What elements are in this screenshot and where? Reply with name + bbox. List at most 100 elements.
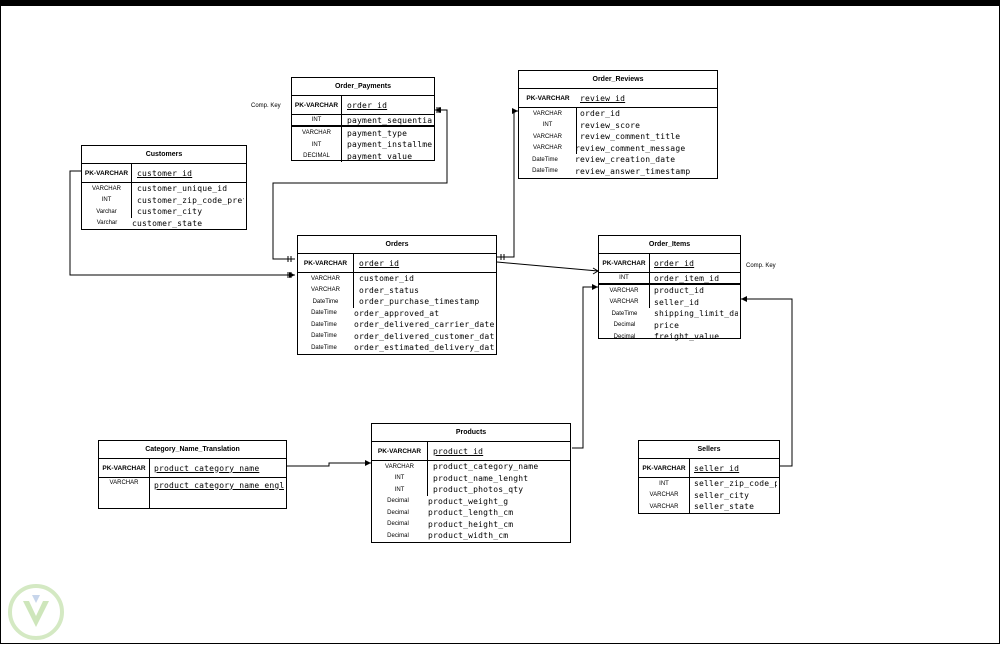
field-type: Decimal (613, 333, 636, 340)
table-sellers[interactable]: Sellers PK-VARCHAR seller_id INT seller_… (638, 440, 780, 514)
field-row: Decimal freight_value (599, 331, 740, 343)
field-name: review_comment_title (580, 132, 681, 142)
pk-name: seller_id (694, 463, 740, 473)
field-type: VARCHAR (599, 296, 650, 308)
field-type: DateTime (532, 168, 558, 175)
field-name: price (654, 320, 680, 330)
field-row: DateTime order_estimated_delivery_date (298, 342, 496, 354)
top-border-bar (1, 1, 1000, 6)
field-row: Varchar customer_city (82, 206, 246, 218)
field-name: payment_sequential (347, 115, 432, 125)
field-type: Varchar (96, 220, 118, 227)
table-title: Orders (298, 236, 496, 254)
field-row: Varchar customer_state (82, 218, 246, 230)
field-row: VARCHAR order_id (519, 108, 717, 120)
field-type: DateTime (311, 333, 337, 340)
field-name: order_estimated_delivery_date (354, 343, 494, 353)
table-title: Customers (82, 146, 246, 164)
pk-row: PK-VARCHAR order_id (599, 254, 740, 273)
field-row: DateTime order_delivered_customer_date (298, 331, 496, 343)
field-type: DateTime (532, 156, 558, 163)
field-name: payment_value (347, 151, 413, 161)
field-row: Decimal product_width_cm (372, 530, 570, 542)
field-name: order_id (580, 109, 621, 119)
field-name: product_category_name (433, 462, 539, 472)
field-name: seller_state (694, 502, 755, 512)
pk-name: product_category_name (154, 463, 260, 473)
field-type: INT (82, 194, 132, 206)
pk-row: PK-VARCHAR customer_id (82, 164, 246, 183)
pk-name: customer_id (137, 168, 193, 178)
field-name: review_score (580, 120, 641, 130)
field-row: INT customer_zip_code_prefix (82, 194, 246, 206)
table-orders[interactable]: Orders PK-VARCHAR order_id VARCHAR custo… (297, 235, 497, 355)
field-type: VARCHAR (519, 108, 577, 120)
table-products[interactable]: Products PK-VARCHAR product_id VARCHAR p… (371, 423, 571, 543)
field-name: order_item_id (654, 273, 720, 283)
table-order-items[interactable]: Order_Items PK-VARCHAR order_id INT orde… (598, 235, 741, 341)
pk-type: PK-VARCHAR (99, 459, 150, 477)
field-type: VARCHAR (82, 183, 132, 195)
pk-row: PK-VARCHAR order_id (292, 96, 434, 115)
table-title: Category_Name_Translation (99, 441, 286, 459)
pk-name: order_id (654, 258, 695, 268)
field-name: seller_id (654, 297, 700, 307)
table-order-payments[interactable]: Order_Payments PK-VARCHAR order_id INT p… (291, 77, 435, 162)
field-name: product_width_cm (428, 531, 509, 541)
field-row: Decimal product_height_cm (372, 519, 570, 531)
field-name: payment_installments (347, 140, 432, 149)
field-row: VARCHAR seller_id (599, 296, 740, 308)
table-customers[interactable]: Customers PK-VARCHAR customer_id VARCHAR… (81, 145, 247, 230)
field-row: INT seller_zip_code_prefix (639, 478, 779, 490)
field-name: order_approved_at (354, 308, 440, 318)
table-category-name-translation[interactable]: Category_Name_Translation PK-VARCHAR pro… (98, 440, 287, 509)
pk-type: PK-VARCHAR (639, 459, 690, 477)
comp-key-note-items: Comp. Key (746, 263, 776, 269)
field-type: INT (372, 472, 428, 484)
field-name: customer_zip_code_prefix (137, 195, 244, 205)
table-title: Order_Reviews (519, 71, 717, 89)
field-row: VARCHAR payment_type (292, 127, 434, 139)
field-type: VARCHAR (599, 285, 650, 297)
pk-row: PK-VARCHAR product_category_name (99, 459, 286, 478)
edge-products-items (572, 286, 598, 449)
table-title: Order_Payments (292, 78, 434, 96)
field-row: VARCHAR product_category_name_english (99, 478, 286, 509)
edge-orders-payments (272, 109, 448, 260)
pk-name: product_id (433, 446, 484, 456)
field-name: review_comment_message (575, 143, 686, 153)
field-type: Decimal (387, 509, 409, 516)
field-type: INT (292, 139, 342, 150)
comp-key-note-payments: Comp. Key (251, 103, 281, 109)
pk-type: PK-VARCHAR (82, 164, 132, 182)
field-name: payment_type (347, 128, 408, 138)
field-type: VARCHAR (639, 501, 690, 513)
pk-name: review_id (580, 93, 626, 103)
field-name: seller_city (694, 490, 750, 500)
field-type: DateTime (298, 296, 354, 308)
pk-row: PK-VARCHAR order_id (298, 254, 496, 273)
field-type: DateTime (311, 344, 337, 351)
field-name: review_creation_date (575, 155, 676, 165)
field-type: INT (519, 119, 577, 131)
field-name: order_status (359, 285, 420, 295)
edge-orders-items (496, 261, 599, 272)
field-type: VARCHAR (372, 461, 428, 473)
field-type: Decimal (387, 521, 409, 528)
field-name: customer_state (132, 218, 203, 228)
field-name: product_weight_g (428, 496, 509, 506)
pk-name: order_id (359, 258, 400, 268)
table-title: Products (372, 424, 570, 442)
field-row: INT review_score (519, 119, 717, 131)
pk-name: order_id (347, 100, 388, 110)
field-type: Decimal (387, 498, 409, 505)
field-row: DateTime review_answer_timestamp (519, 166, 717, 178)
field-row: INT product_name_lenght (372, 472, 570, 484)
field-name: product_photos_qty (433, 485, 524, 495)
table-title: Order_Items (599, 236, 740, 254)
watermark-logo (8, 584, 64, 640)
table-order-reviews[interactable]: Order_Reviews PK-VARCHAR review_id VARCH… (518, 70, 718, 179)
edge-category-products (287, 462, 371, 467)
field-name: order_purchase_timestamp (359, 297, 480, 307)
